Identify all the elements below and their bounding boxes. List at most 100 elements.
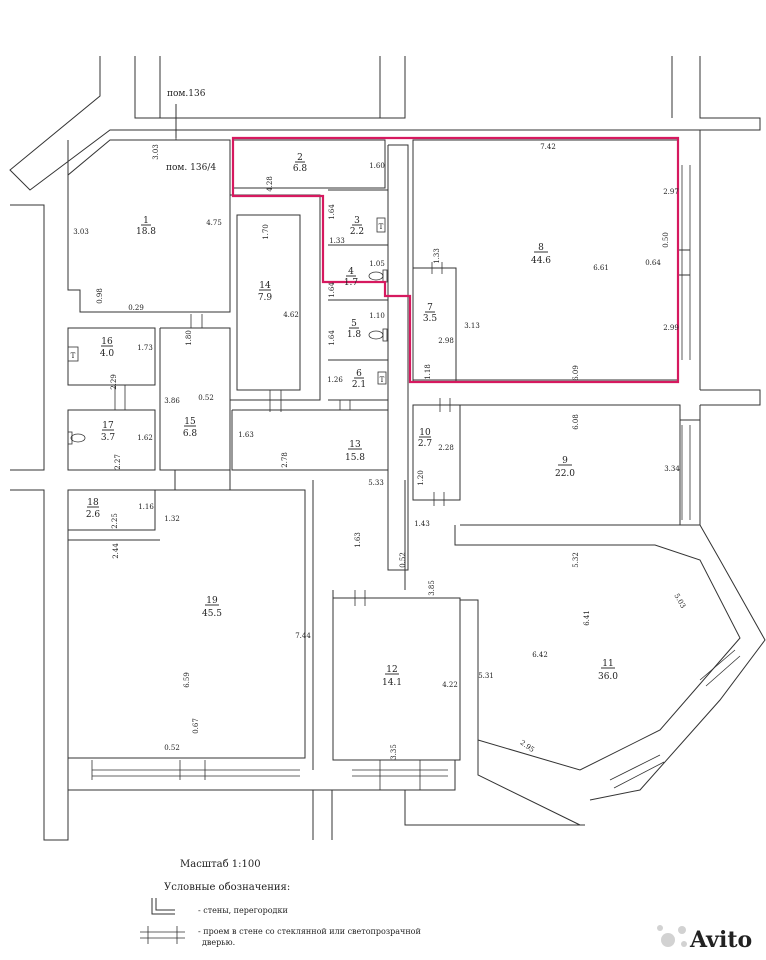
svg-text:4: 4 <box>348 267 354 277</box>
legend-wall-symbol <box>151 898 175 915</box>
svg-text:1: 1 <box>143 216 149 226</box>
legend: Масштаб 1:100 Условные обозначения: - ст… <box>140 859 421 947</box>
dim-label: 1.80 <box>185 330 193 346</box>
avito-watermark-text: Avito <box>689 927 752 953</box>
svg-text:12: 12 <box>386 665 397 675</box>
dim-label: 1.20 <box>417 470 425 486</box>
dim-label: 1.64 <box>328 282 336 298</box>
avito-watermark: Avito <box>657 925 752 953</box>
svg-text:T: T <box>380 376 385 384</box>
scale-label: Масштаб 1:100 <box>180 859 261 870</box>
dim-label: 3.13 <box>464 322 480 330</box>
dim-label: 5.32 <box>572 552 580 568</box>
dim-label: 7.44 <box>295 632 311 640</box>
dim-label: 4.22 <box>442 681 458 689</box>
dim-label: 3.03 <box>73 228 89 236</box>
svg-text:36.0: 36.0 <box>598 672 618 682</box>
plumbing-fixtures: T T T <box>67 217 388 445</box>
svg-text:18: 18 <box>87 498 99 508</box>
dim-label: 5.03 <box>672 592 687 610</box>
svg-text:2.6: 2.6 <box>86 510 101 520</box>
dim-label: 2.99 <box>663 324 679 332</box>
dim-label: 1.10 <box>369 312 385 320</box>
svg-text:14: 14 <box>259 281 271 291</box>
dim-label: 6.08 <box>572 414 580 430</box>
room-16: 164.0 <box>100 337 115 359</box>
svg-text:6: 6 <box>356 369 362 379</box>
svg-text:6.8: 6.8 <box>293 164 308 174</box>
dim-label: 0.64 <box>645 259 661 267</box>
dim-label: 4.75 <box>206 219 222 227</box>
svg-text:T: T <box>71 352 76 360</box>
room-12: 12 14.1 <box>382 665 402 688</box>
dim-label: 3.35 <box>390 744 398 760</box>
room-8: 844.6 <box>531 243 551 266</box>
room-15: 156.8 <box>183 417 198 439</box>
svg-text:19: 19 <box>206 596 218 606</box>
svg-text:7: 7 <box>427 303 433 313</box>
dim-label: 0.52 <box>164 744 180 752</box>
dim-label: 6.61 <box>593 264 609 272</box>
svg-text:9: 9 <box>562 456 568 466</box>
dim-label: 6.09 <box>572 365 580 381</box>
dim-label: 2.28 <box>438 444 454 452</box>
legend-title: Условные обозначения: <box>164 882 290 893</box>
dim-label: 0.67 <box>192 718 200 734</box>
dim-label: 3.86 <box>164 397 180 405</box>
dim-label: 1.73 <box>137 344 153 352</box>
dim-label: 1.70 <box>262 224 270 240</box>
dim-label: 1.33 <box>433 248 441 264</box>
dim-label: 1.05 <box>369 260 385 268</box>
avito-logo-icon <box>661 933 675 947</box>
dim-label: 1.63 <box>238 431 254 439</box>
svg-text:3.7: 3.7 <box>101 433 116 443</box>
svg-text:7.9: 7.9 <box>258 293 273 303</box>
dim-label: 6.41 <box>583 610 591 626</box>
legend-opening-symbol <box>140 926 185 944</box>
room-14: 147.9 <box>258 281 273 303</box>
svg-text:T: T <box>379 223 384 231</box>
dim-label: 1.26 <box>327 376 343 384</box>
room-4: 41.7 <box>344 267 359 288</box>
dim-label: 1.62 <box>137 434 153 442</box>
svg-text:3: 3 <box>354 216 360 226</box>
dim-label: 5.31 <box>478 672 494 680</box>
svg-text:1.7: 1.7 <box>344 278 359 288</box>
svg-text:11: 11 <box>602 659 613 669</box>
dim-label: 6.42 <box>532 651 548 659</box>
room-10: 102.7 <box>418 428 433 449</box>
room-11: 11 36.0 <box>598 659 618 682</box>
room-6: 62.1 <box>352 369 366 390</box>
dim-label: 3.34 <box>664 465 680 473</box>
svg-text:15.8: 15.8 <box>345 453 365 463</box>
legend-opening-text: - проем в стене со стеклянной или светоп… <box>198 927 421 936</box>
dim-label: 4.62 <box>283 311 299 319</box>
dim-label: 1.64 <box>328 204 336 220</box>
svg-text:3.5: 3.5 <box>423 314 438 324</box>
dim-label: 5.33 <box>368 479 384 487</box>
svg-text:18.8: 18.8 <box>136 227 156 237</box>
svg-text:4.0: 4.0 <box>100 349 115 359</box>
sub-room-label: пом. 136/4 <box>166 163 216 173</box>
dim-label: 1.64 <box>328 330 336 346</box>
dim-label: 2.78 <box>281 452 289 468</box>
svg-text:2.1: 2.1 <box>352 380 366 390</box>
room-17: 173.7 <box>101 421 116 443</box>
dim-label: 2.44 <box>112 543 120 559</box>
dim-label: 6.59 <box>183 672 191 688</box>
room-5: 51.8 <box>347 319 362 340</box>
svg-text:22.0: 22.0 <box>555 469 575 479</box>
svg-text:2: 2 <box>297 153 303 163</box>
room-18: 182.6 <box>86 498 101 520</box>
dim-label: 2.95 <box>518 739 535 754</box>
svg-text:14.1: 14.1 <box>382 678 402 688</box>
svg-text:6.8: 6.8 <box>183 429 198 439</box>
svg-text:2.7: 2.7 <box>418 439 433 449</box>
room-labels: 118.8 26.8 32.2 41.7 51.8 62.1 73.5 844.… <box>86 153 618 688</box>
outer-walls <box>9 56 761 841</box>
dim-label: 1.18 <box>424 364 432 380</box>
dim-label: 1.16 <box>138 503 154 511</box>
dimension-labels: 3.03 3.03 4.75 0.98 0.29 4.28 1.60 7.42 … <box>73 143 687 760</box>
